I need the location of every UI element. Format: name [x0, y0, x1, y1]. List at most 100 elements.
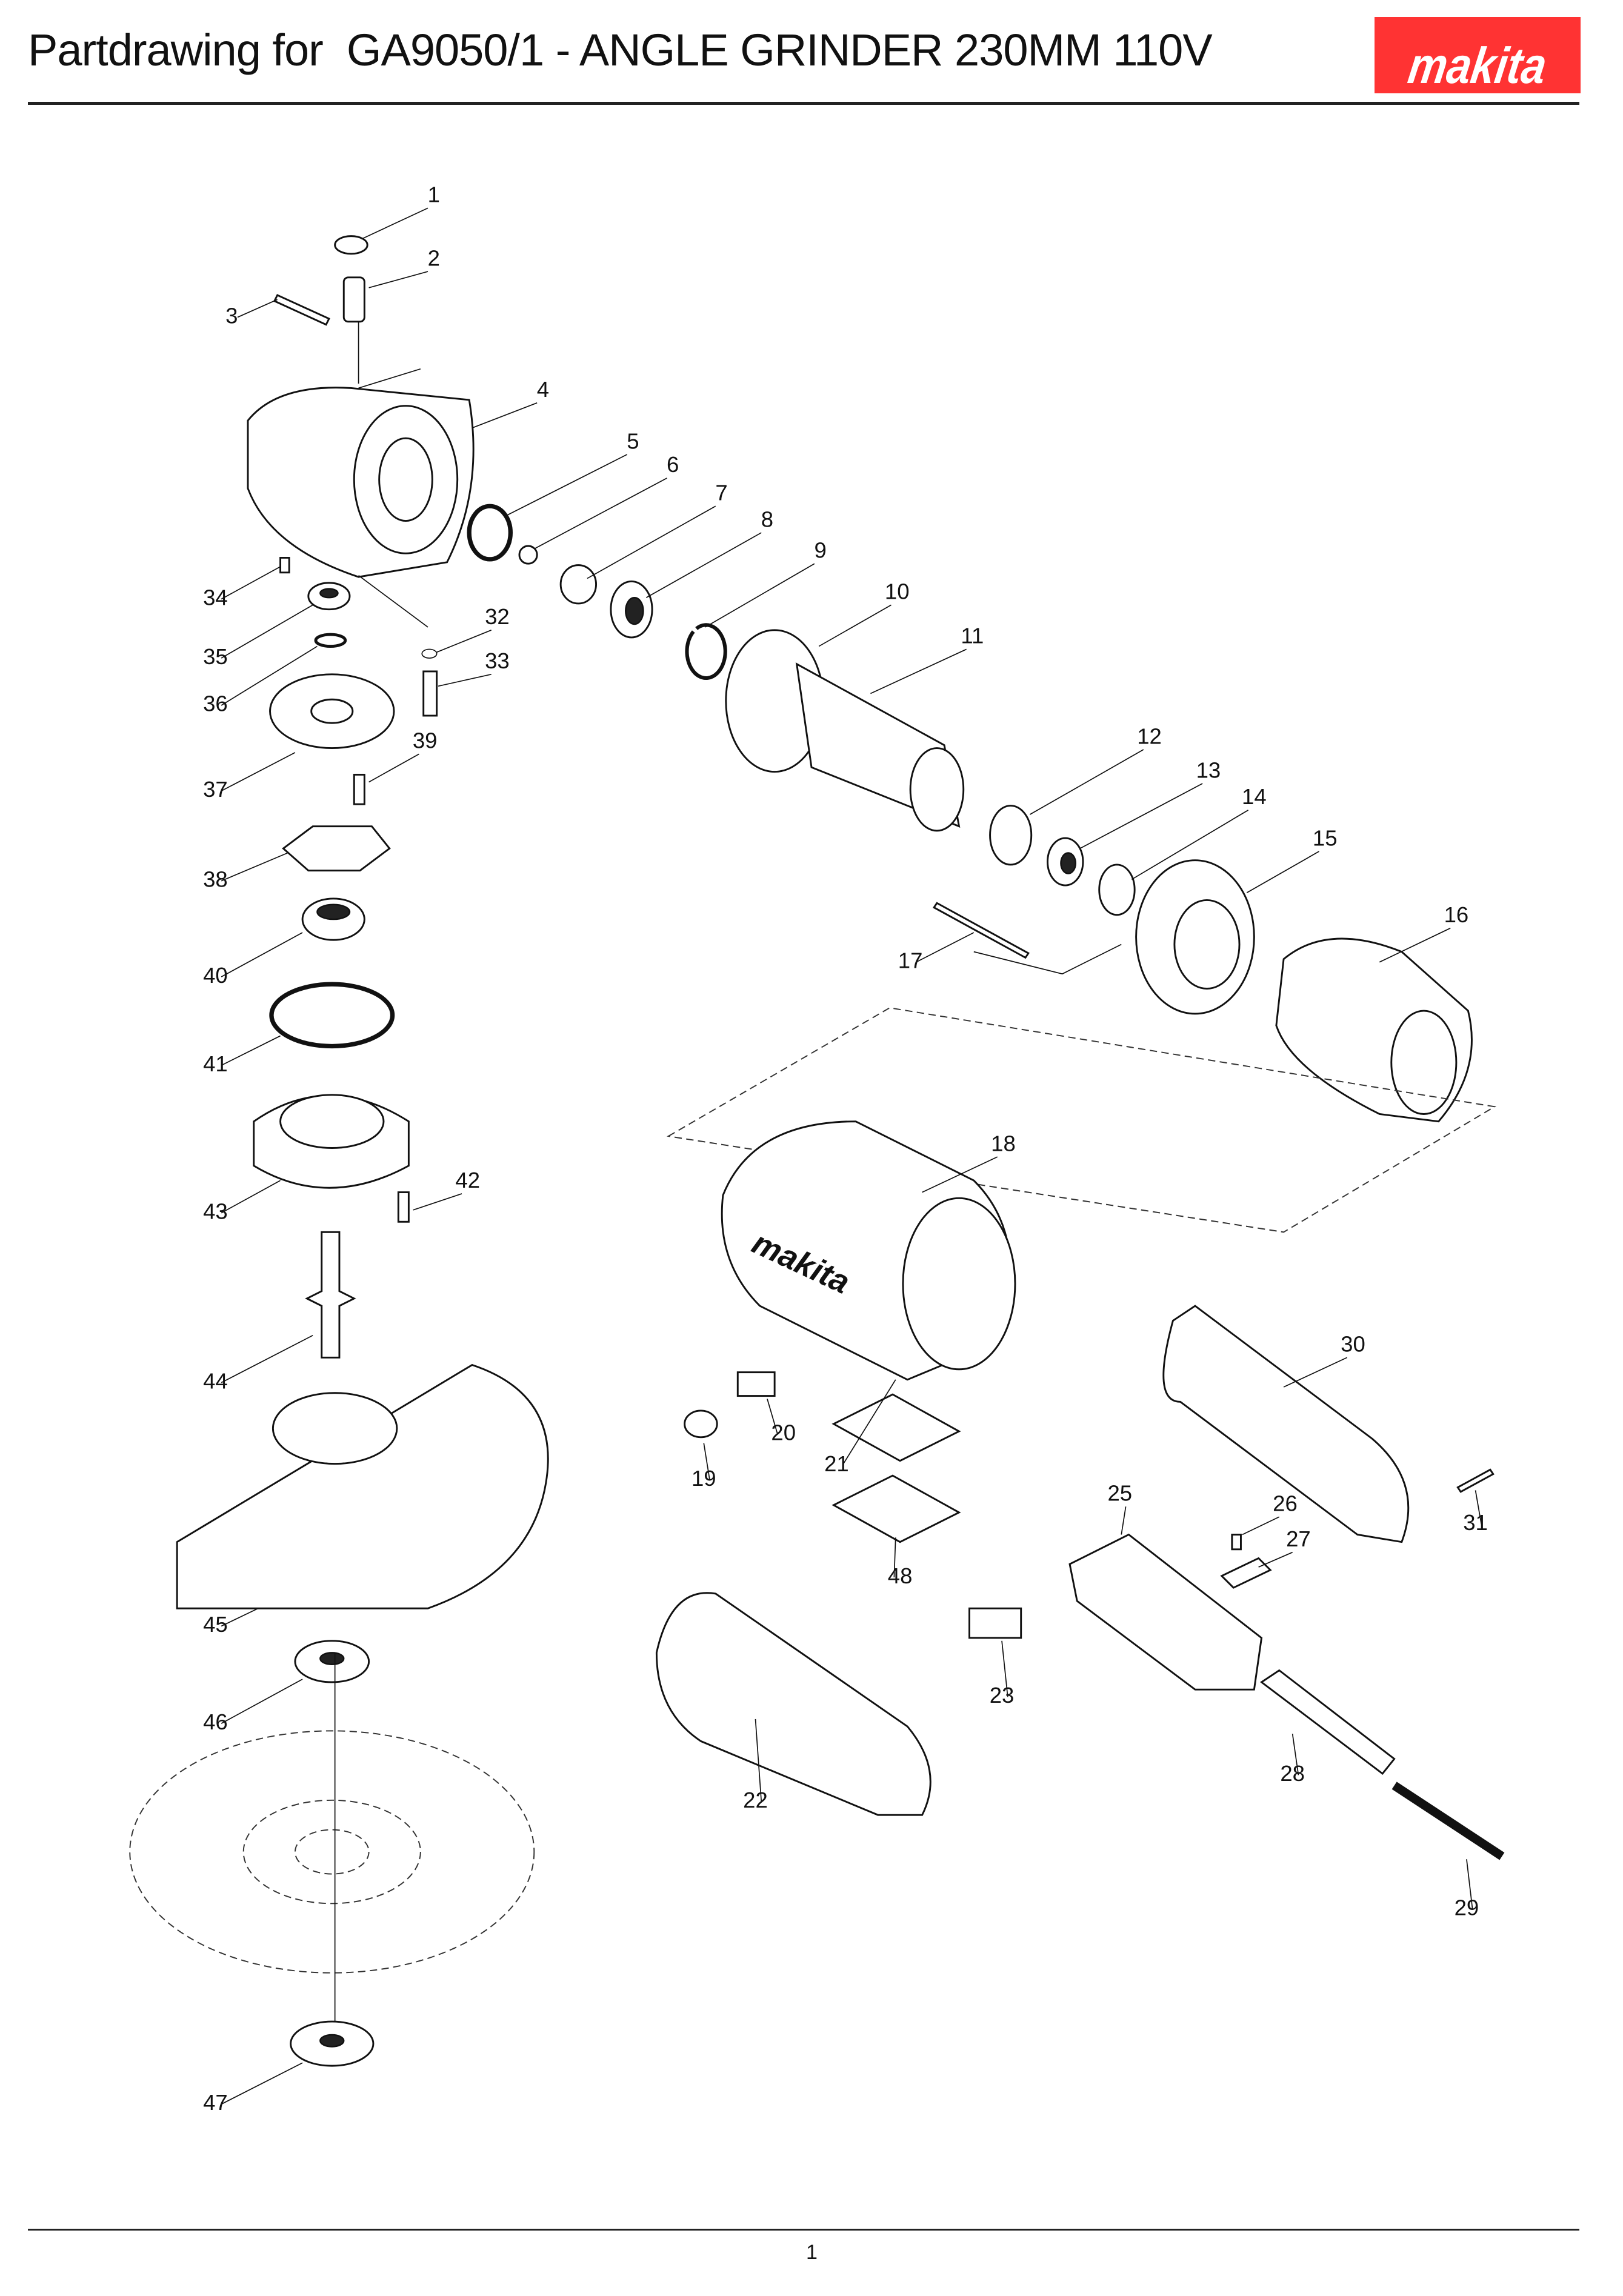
page-title: Partdrawing for GA9050/1 - ANGLE GRINDER… [28, 25, 1213, 75]
leader-line [413, 1193, 462, 1211]
callout-22: 22 [743, 1788, 768, 1812]
leader-line [237, 299, 278, 318]
part-cord-29 [1391, 1782, 1505, 1860]
part-outline [310, 698, 354, 724]
callout-46: 46 [203, 1709, 228, 1734]
callout-32: 32 [485, 604, 510, 629]
part-outline [666, 1007, 1496, 1233]
part-ring-9 [685, 623, 727, 680]
part-outline [625, 596, 644, 625]
part-switch-25 [1068, 1533, 1263, 1691]
leader-line [1246, 851, 1319, 893]
callout-14: 14 [1242, 784, 1267, 809]
callout-44: 44 [203, 1368, 228, 1393]
part-block-23 [968, 1607, 1022, 1639]
part-outline [902, 1197, 1016, 1371]
leader-line [368, 271, 428, 288]
leader-line [916, 932, 975, 963]
callout-9: 9 [814, 537, 826, 562]
leader-line [221, 566, 281, 600]
part-carbon-brush-20 [736, 1371, 776, 1397]
part-outline [378, 437, 433, 522]
callout-28: 28 [1280, 1761, 1305, 1786]
leader-line [587, 505, 716, 579]
part-brush-cap-19 [684, 1409, 718, 1439]
part-ring-32 [421, 648, 438, 659]
part-screw-31 [1456, 1468, 1495, 1493]
leader-line [1379, 927, 1451, 963]
callout-1: 1 [428, 182, 440, 207]
part-screw-17 [932, 902, 1030, 959]
part-label-21 [831, 1393, 961, 1462]
leader-line [1291, 1734, 1299, 1775]
leader-line [221, 932, 303, 977]
callout-33: 33 [485, 648, 510, 673]
callout-39: 39 [413, 728, 438, 753]
part-outline [334, 321, 1122, 2022]
callout-7: 7 [715, 480, 727, 505]
part-handle-30 [1162, 1305, 1410, 1543]
part-outline [1390, 1010, 1458, 1115]
leader-line [221, 1334, 313, 1383]
part-baffle-12 [989, 805, 1033, 866]
part-ring-36 [314, 633, 347, 648]
page-number: 1 [806, 2241, 818, 2264]
leader-line [870, 648, 967, 694]
part-spindle-44 [305, 1231, 356, 1359]
callout-41: 41 [203, 1051, 228, 1076]
callout-10: 10 [885, 579, 910, 604]
leader-line [504, 454, 628, 517]
leader-line [1121, 1506, 1127, 1535]
part-screw-39 [353, 773, 365, 805]
leader-line [1029, 749, 1144, 815]
callout-29: 29 [1455, 1895, 1479, 1920]
callout-16: 16 [1444, 902, 1469, 927]
part-outline [1173, 899, 1241, 990]
callout-27: 27 [1286, 1526, 1311, 1551]
leader-line [221, 1035, 281, 1066]
callout-47: 47 [203, 2090, 228, 2115]
part-outline [909, 747, 965, 832]
part-plate-38 [282, 825, 391, 872]
callout-17: 17 [898, 948, 923, 973]
leader-line [705, 563, 815, 628]
callout-34: 34 [203, 585, 228, 610]
header-divider [28, 102, 1579, 105]
leader-line [472, 402, 538, 428]
parts-drawings: makita [129, 235, 1505, 2067]
leader-line [361, 207, 428, 240]
part-cap [334, 235, 368, 255]
callout-35: 35 [203, 644, 228, 669]
makita-logo: makita [1375, 17, 1581, 94]
leader-line [368, 753, 419, 783]
leader-line [221, 1679, 303, 1724]
leader-line [221, 852, 288, 882]
part-o-ring-41 [269, 982, 395, 1049]
footer-divider [28, 2229, 1579, 2231]
leader-line [842, 1379, 896, 1466]
part-outline [272, 1392, 398, 1465]
callout-8: 8 [761, 507, 773, 531]
leader-line [1258, 1551, 1293, 1568]
callout-11: 11 [961, 624, 984, 648]
part-pinion-7 [559, 564, 598, 605]
leader-line [755, 1719, 762, 1802]
callout-42: 42 [455, 1168, 480, 1193]
callout-21: 21 [824, 1451, 849, 1476]
part-outline [279, 1094, 385, 1149]
callout-25: 25 [1108, 1480, 1133, 1505]
callout-3: 3 [225, 303, 238, 328]
part-o-ring-5 [467, 504, 513, 562]
callout-48: 48 [888, 1563, 913, 1588]
part-outline [316, 903, 351, 920]
callout-31: 31 [1463, 1510, 1488, 1535]
part-label-48 [831, 1474, 961, 1543]
part-outline [319, 1652, 345, 1665]
callout-20: 20 [771, 1420, 796, 1445]
callout-43: 43 [203, 1199, 228, 1223]
leader-line [893, 1537, 896, 1578]
leader-line [1475, 1490, 1482, 1525]
callout-36: 36 [203, 691, 228, 716]
part-cup-14 [1098, 863, 1136, 916]
part-screw-26 [1231, 1534, 1242, 1551]
